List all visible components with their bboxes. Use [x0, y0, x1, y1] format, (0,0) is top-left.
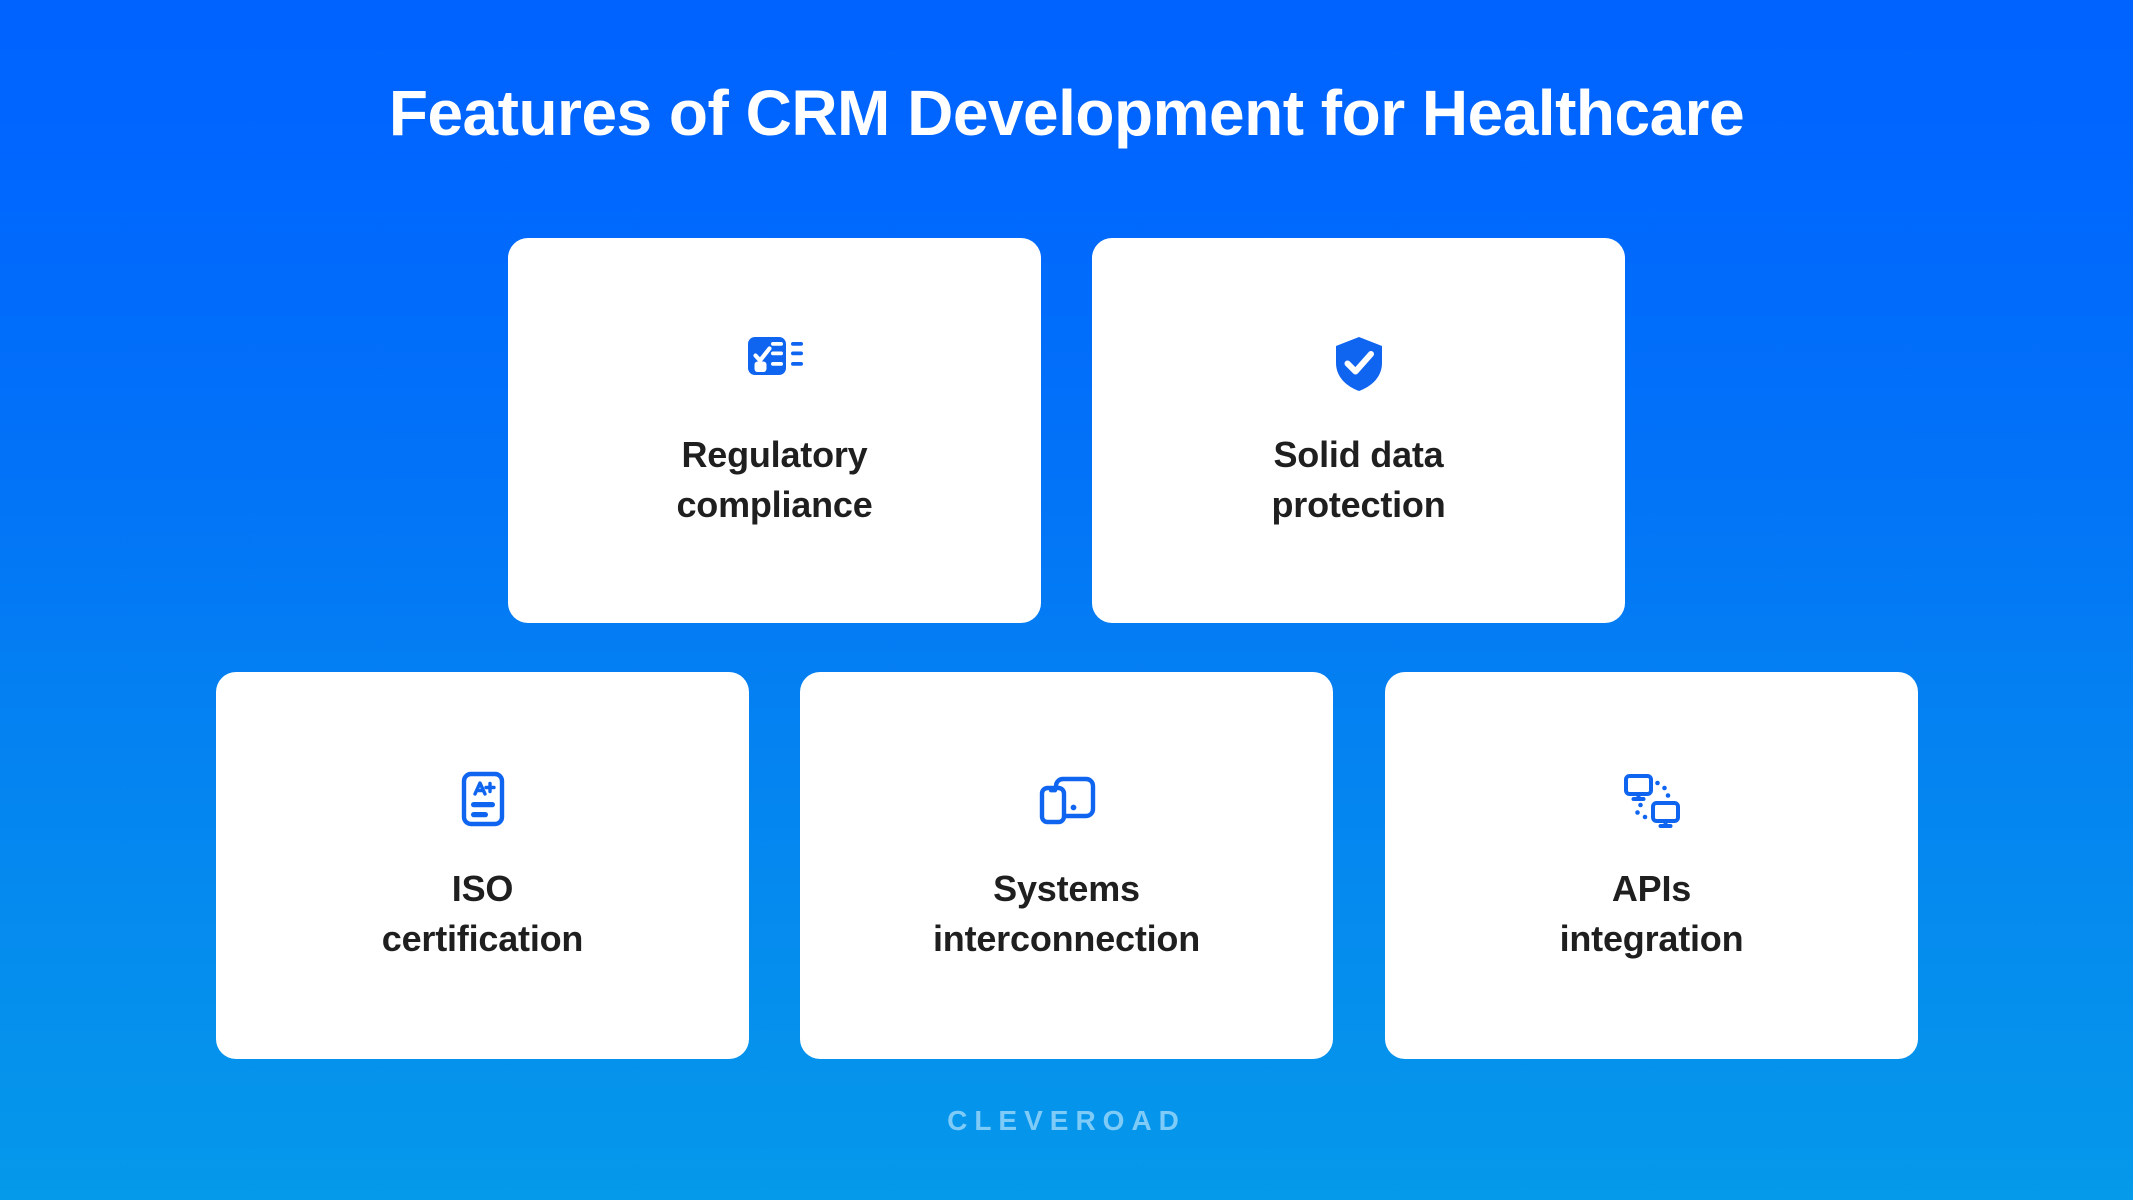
feature-card-solid-data-protection[interactable]: Solid data protection: [1092, 238, 1625, 623]
feature-card-regulatory-compliance[interactable]: Regulatory compliance: [508, 238, 1041, 623]
feature-card-label: Regulatory compliance: [676, 433, 873, 525]
shield-check-icon: [1327, 332, 1391, 396]
checklist-icon: [743, 332, 807, 396]
feature-card-label: Systems interconnection: [932, 867, 1201, 959]
connected-monitors-icon: [1620, 768, 1684, 832]
feature-card-label: ISO certification: [381, 867, 584, 959]
feature-card-iso-certification[interactable]: ISO certification: [216, 672, 749, 1059]
feature-card-label: Solid data protection: [1271, 433, 1446, 525]
page-title: Features of CRM Development for Healthca…: [388, 77, 1745, 149]
title-container: Features of CRM Development for Healthca…: [0, 77, 2133, 150]
certificate-a-plus-icon: [451, 768, 515, 832]
feature-card-apis-integration[interactable]: APIs integration: [1385, 672, 1918, 1059]
footer-container: CLEVEROAD: [0, 1105, 2133, 1137]
brand-logo-cleveroad: CLEVEROAD: [947, 1105, 1186, 1136]
feature-card-label: APIs integration: [1559, 867, 1744, 959]
phone-tablet-icon: [1035, 768, 1099, 832]
feature-card-systems-interconnection[interactable]: Systems interconnection: [800, 672, 1333, 1059]
